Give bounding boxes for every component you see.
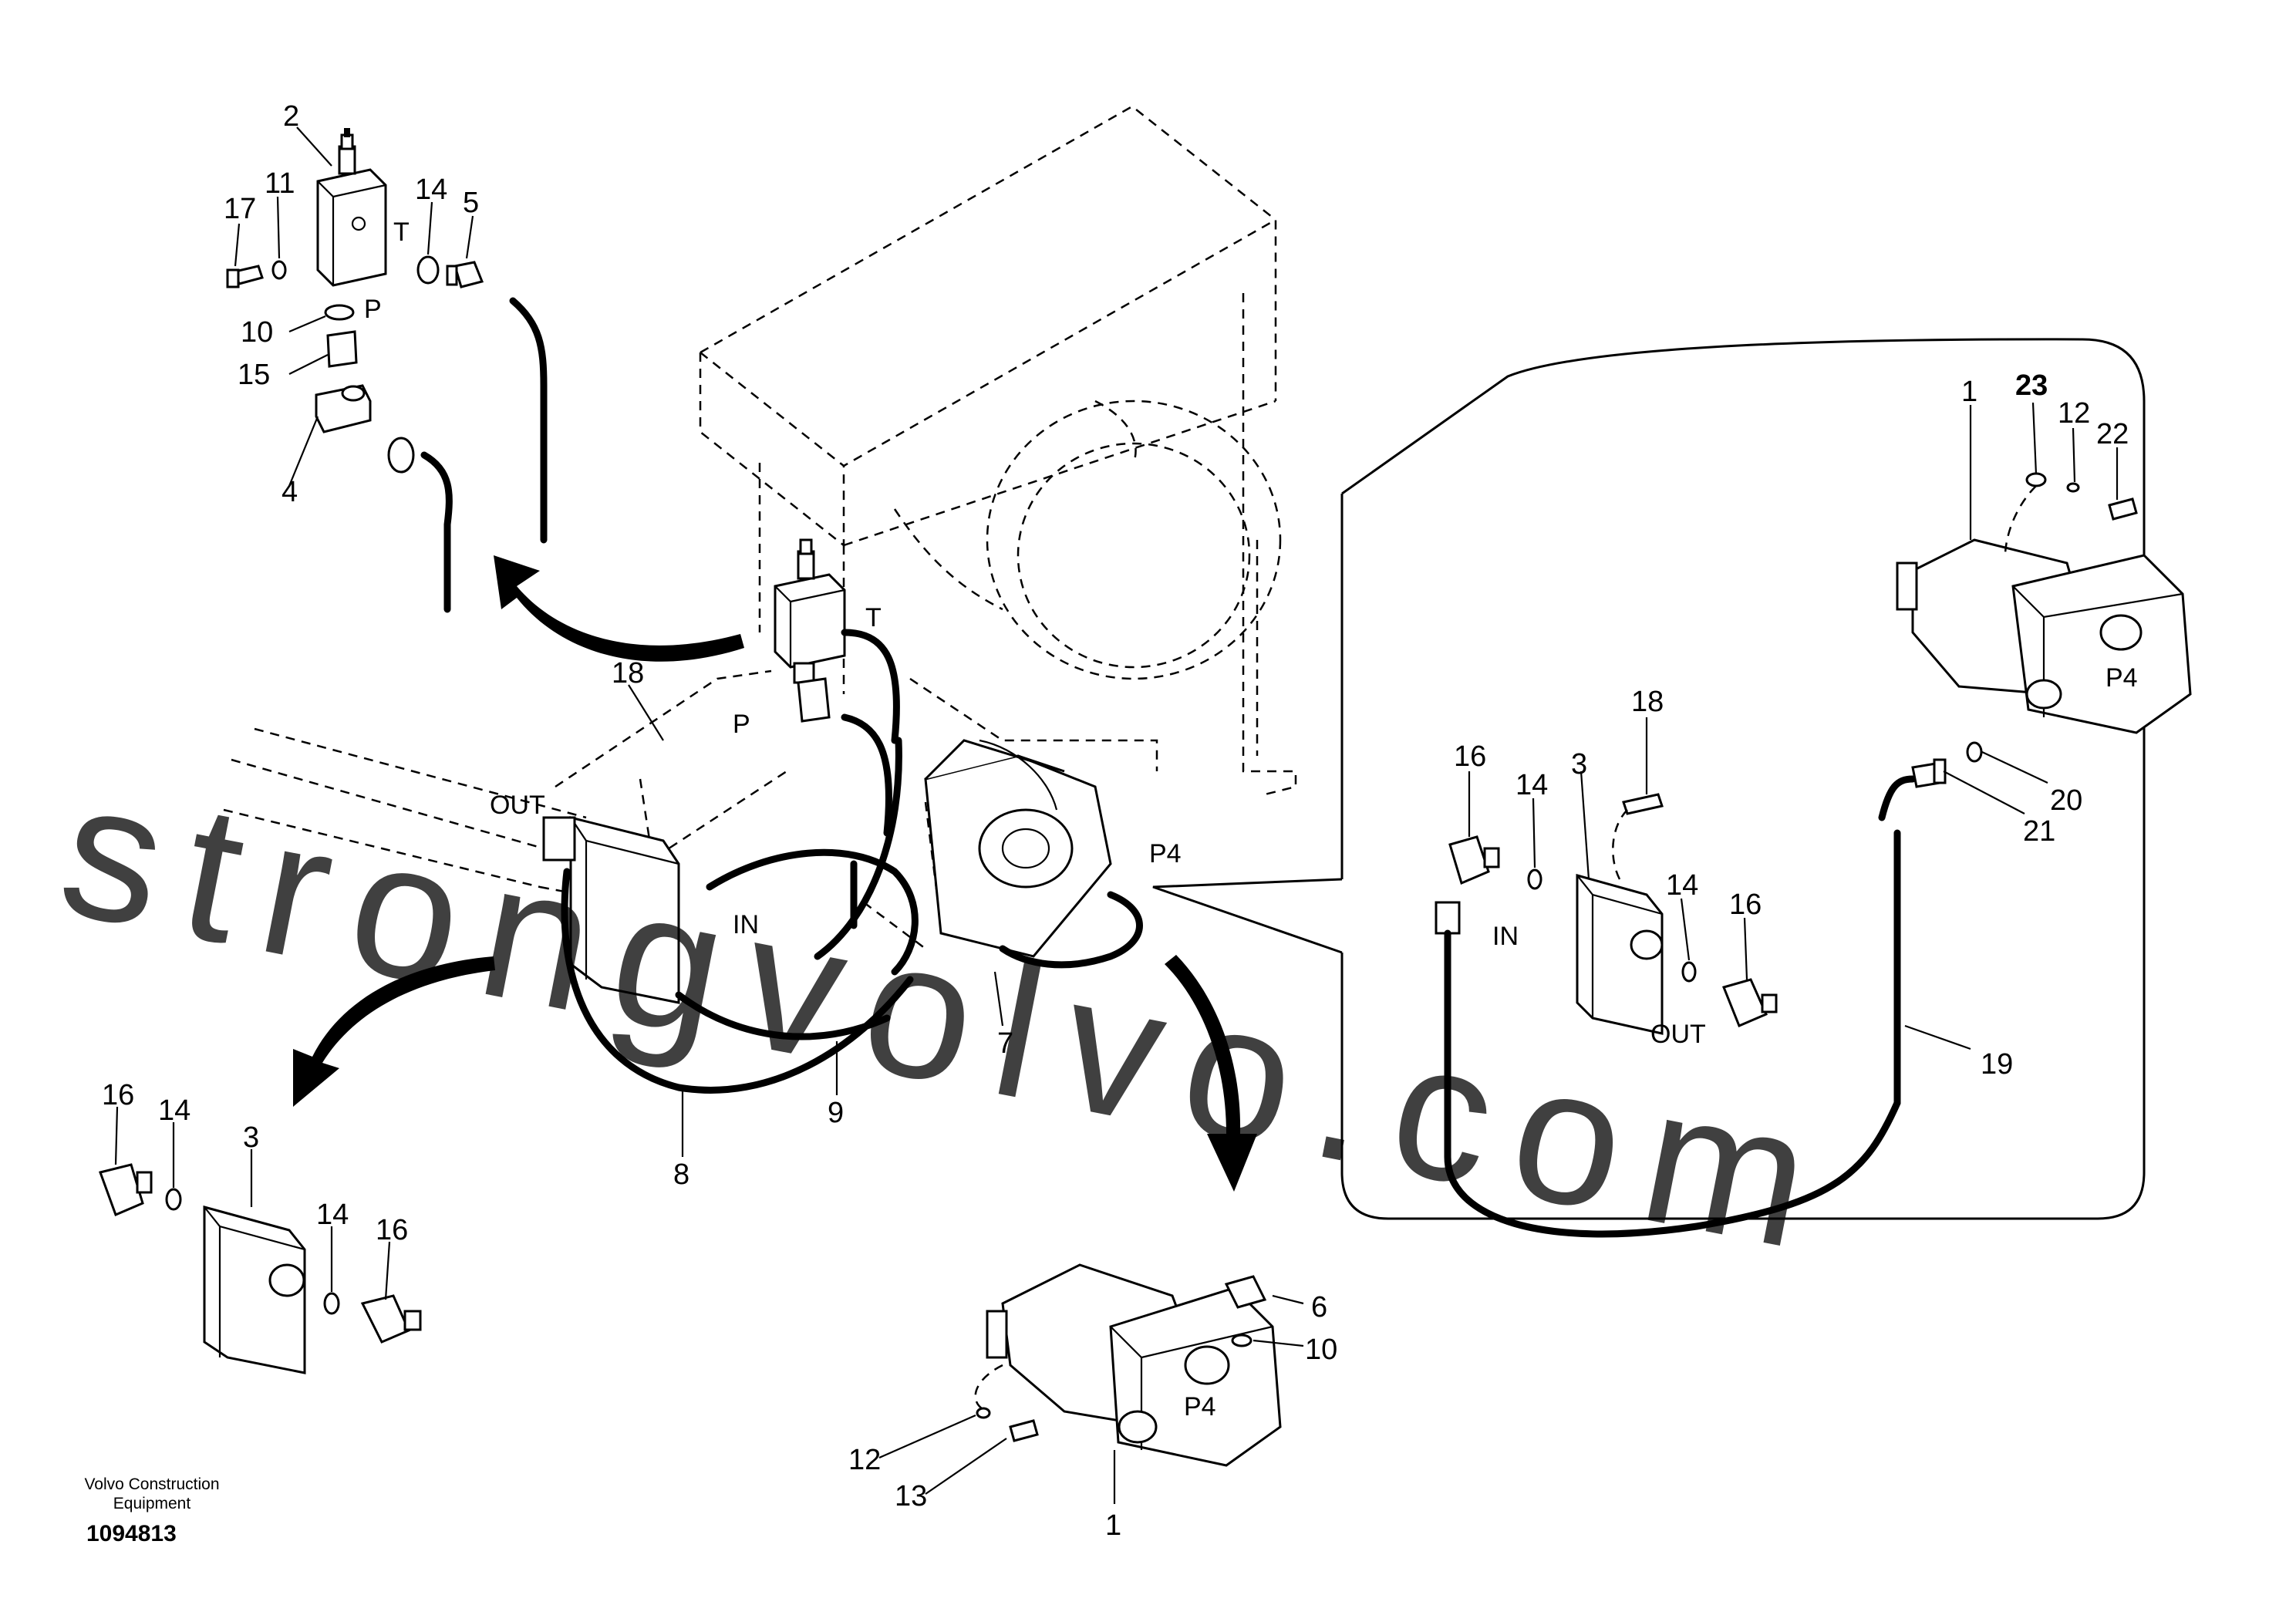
- detail-relief-valve: [226, 128, 548, 613]
- callout: 7: [997, 1027, 1013, 1060]
- callout: 15: [238, 359, 270, 391]
- callout: 22: [2096, 418, 2129, 450]
- callout: 13: [895, 1480, 927, 1512]
- port-label: P4: [2106, 663, 2138, 693]
- port-label: P: [364, 295, 382, 324]
- callout: 16: [102, 1079, 134, 1111]
- callout: 3: [243, 1121, 259, 1154]
- port-label: OUT: [1650, 1020, 1706, 1049]
- port-label: P4: [1184, 1392, 1216, 1421]
- callout: 10: [1305, 1334, 1337, 1366]
- detail-pump: [974, 1263, 1282, 1467]
- callout: 9: [828, 1097, 844, 1129]
- callout: 23: [2015, 369, 2048, 402]
- callout: 19: [1981, 1048, 2013, 1081]
- port-label: IN: [1492, 922, 1519, 951]
- hoses-central: [561, 629, 1143, 1094]
- callout: 8: [673, 1158, 689, 1191]
- callout: 16: [1454, 740, 1486, 773]
- brand-label: Volvo Construction Equipment: [56, 1475, 248, 1513]
- callout: 5: [463, 187, 479, 219]
- callout: 16: [1729, 889, 1762, 921]
- callout: 3: [1571, 748, 1587, 781]
- port-label: P4: [1149, 839, 1182, 868]
- port-labels: T P T P OUT IN P4 P4 P4 IN OUT: [364, 218, 2138, 1421]
- callout: 16: [376, 1214, 408, 1246]
- callout: 1: [1961, 376, 1977, 408]
- callout: 14: [316, 1199, 349, 1231]
- callout: 6: [1311, 1291, 1327, 1324]
- callout: 17: [224, 193, 256, 225]
- callout: 12: [2058, 397, 2090, 430]
- relief-valve-installed: [774, 538, 846, 723]
- callout: 14: [415, 174, 447, 206]
- callout: 4: [282, 476, 298, 508]
- callout: 14: [1666, 869, 1698, 902]
- callout: 20: [2050, 784, 2082, 817]
- callout: 14: [1515, 769, 1548, 801]
- callout: 18: [1631, 686, 1664, 718]
- port-label: T: [393, 218, 410, 247]
- port-label: P: [733, 710, 750, 739]
- callout: 2: [283, 100, 299, 133]
- leader-lines: [114, 126, 2119, 1504]
- callout: 11: [265, 167, 295, 200]
- callout: 14: [158, 1094, 190, 1127]
- filter-installed: [542, 816, 680, 1004]
- engine-housing-outline: [223, 105, 1297, 949]
- port-label: OUT: [490, 791, 545, 820]
- inset-alternative-layout: [1152, 338, 2192, 1238]
- brand-line-1: Volvo Construction: [84, 1475, 220, 1493]
- callout: 10: [241, 316, 273, 349]
- callout: 21: [2023, 815, 2055, 848]
- callout: 1: [1105, 1509, 1121, 1542]
- detail-filter: [99, 1163, 422, 1374]
- callout: 18: [612, 657, 644, 690]
- drawing-number: 1094813: [86, 1521, 177, 1546]
- port-label: IN: [733, 910, 759, 939]
- port-label: T: [865, 603, 882, 632]
- callout: 12: [848, 1444, 881, 1476]
- callout-labels: 2 17 11 14 5 10 15 4 18 8 9 7 16 14 3 14…: [102, 100, 2129, 1542]
- pump-installed: [924, 739, 1112, 958]
- brand-line-2: Equipment: [113, 1495, 191, 1512]
- flow-arrows: [293, 555, 1257, 1192]
